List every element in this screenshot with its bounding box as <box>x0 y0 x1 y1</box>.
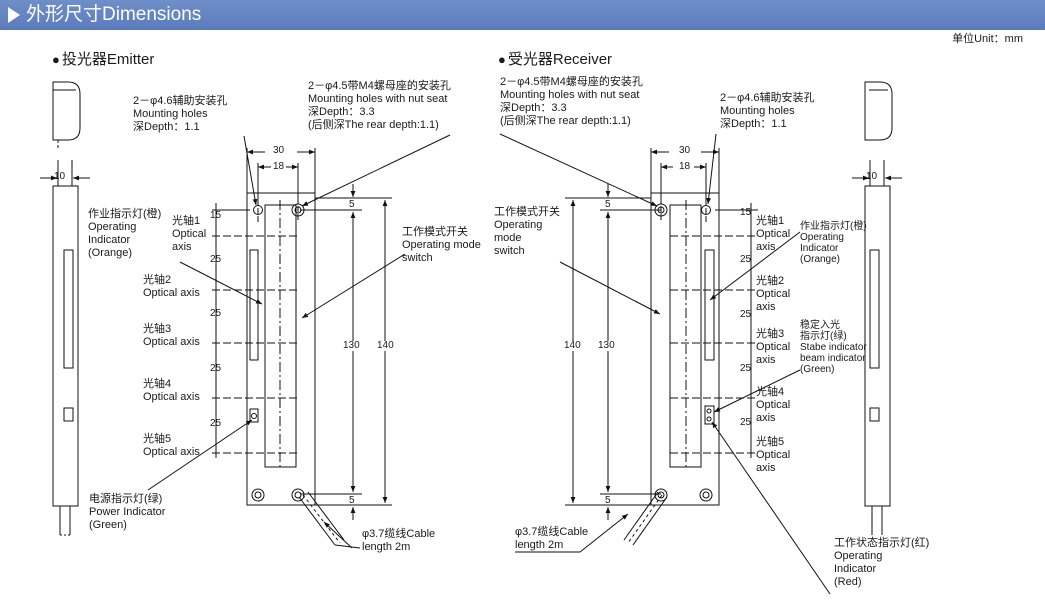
emitter-dim-pitch-3: 25 <box>210 363 222 374</box>
receiver-dim-15: 15 <box>740 207 752 218</box>
emitter-heading: ●投光器Emitter <box>52 48 154 69</box>
receiver-dim-pitch-2: 25 <box>740 309 752 320</box>
emitter-dim-30: 30 <box>273 145 285 156</box>
emitter-dim-pitch-2: 25 <box>210 308 222 319</box>
receiver-dim-pitch-3: 25 <box>740 363 752 374</box>
receiver-dim-side-width: 10 <box>866 171 878 182</box>
emitter-dim-bottom-5: 5 <box>349 495 355 506</box>
receiver-dim-top-5: 5 <box>605 199 611 210</box>
emitter-dim-15: 15 <box>210 210 222 221</box>
receiver-dim-bottom-5: 5 <box>605 495 611 506</box>
receiver-dim-pitch-1: 25 <box>740 254 752 265</box>
receiver-dim-pitch-4: 25 <box>740 417 752 428</box>
emitter-body <box>246 192 316 506</box>
receiver-dim-130: 130 <box>598 340 615 351</box>
emitter-dim-140: 140 <box>377 340 394 351</box>
receiver-dim-30: 30 <box>679 145 691 156</box>
emitter-power-indicator <box>249 408 259 423</box>
receiver-stable-indicator <box>704 405 715 425</box>
receiver-top-view <box>864 81 893 141</box>
emitter-top-view <box>52 81 81 141</box>
triangle-marker-icon <box>8 7 20 23</box>
receiver-heading: ●受光器Receiver <box>498 48 612 69</box>
emitter-dim-130: 130 <box>343 340 360 351</box>
receiver-title: 受光器Receiver <box>507 51 613 68</box>
emitter-dim-top-5: 5 <box>349 199 355 210</box>
emitter-side-view <box>52 185 79 507</box>
receiver-op-indicator <box>704 249 715 361</box>
emitter-power-indicator-label: 电源指示灯(绿)Power Indicator(Green) <box>89 493 166 531</box>
emitter-op-indicator <box>249 249 259 361</box>
emitter-dim-pitch-4: 25 <box>210 418 222 429</box>
bullet-icon: ● <box>52 52 60 67</box>
unit-label: 单位Unit：mm <box>952 33 1023 45</box>
receiver-body <box>650 192 720 506</box>
receiver-dim-140: 140 <box>564 340 581 351</box>
emitter-dim-side-width: 10 <box>54 171 66 182</box>
receiver-side-view <box>864 185 891 507</box>
emitter-title: 投光器Emitter <box>61 51 155 68</box>
bullet-icon: ● <box>498 52 506 67</box>
emitter-dim-pitch-1: 25 <box>210 254 222 265</box>
emitter-dim-18: 18 <box>273 161 285 172</box>
section-title: 外形尺寸Dimensions <box>26 4 202 25</box>
section-header: 外形尺寸Dimensions <box>0 0 1045 30</box>
receiver-dim-18: 18 <box>679 161 691 172</box>
